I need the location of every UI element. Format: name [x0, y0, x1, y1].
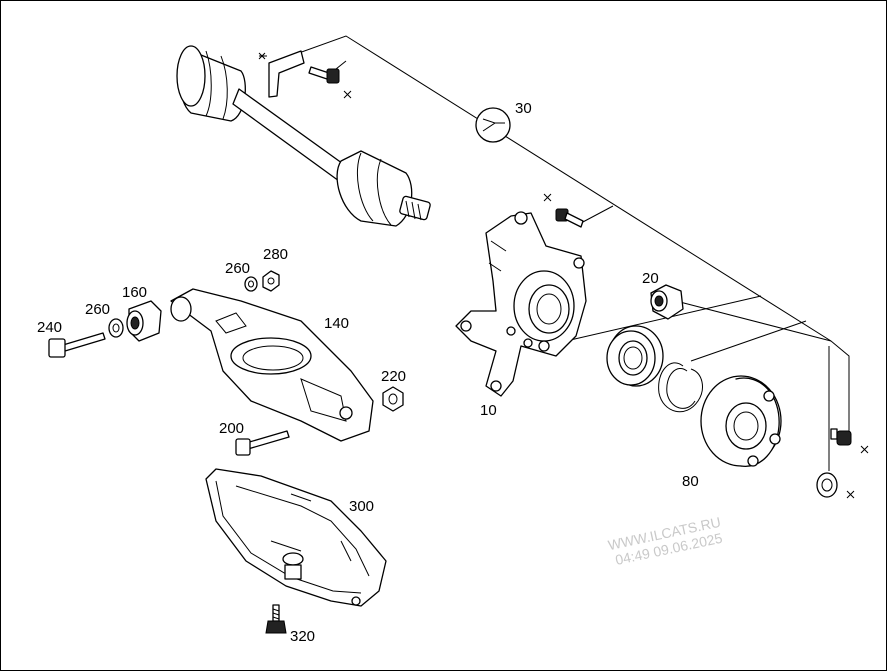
part-240-bolt — [48, 332, 106, 358]
shaft-bolt — [308, 66, 352, 99]
label-160[interactable]: 160 — [122, 284, 147, 301]
wheel-bearing — [606, 325, 664, 387]
label-240[interactable]: 240 — [37, 319, 62, 336]
part-160-bushing — [126, 300, 162, 342]
part-30-washer — [475, 107, 511, 143]
label-320[interactable]: 320 — [290, 628, 315, 645]
label-280[interactable]: 280 — [263, 246, 288, 263]
part-260-washer-top — [244, 276, 258, 292]
snap-ring — [658, 362, 703, 413]
knuckle-bolt — [543, 193, 584, 228]
part-20-bushing — [650, 284, 684, 320]
hub-nut — [816, 472, 855, 499]
part-80-hub — [700, 375, 782, 467]
part-labels: 10 20 30 80 140 160 200 220 240 260 260 … — [37, 100, 699, 645]
part-140-control-arm — [170, 288, 374, 442]
label-200[interactable]: 200 — [219, 420, 244, 437]
part-280-nut — [262, 270, 280, 292]
part-260-washer-left — [108, 318, 124, 338]
label-140[interactable]: 140 — [324, 315, 349, 332]
label-10[interactable]: 10 — [480, 402, 497, 419]
part-10-knuckle — [455, 211, 587, 397]
label-300[interactable]: 300 — [349, 498, 374, 515]
part-200-bolt — [235, 430, 290, 456]
drive-shaft — [176, 45, 431, 227]
label-260-left[interactable]: 260 — [85, 301, 110, 318]
part-220-nut — [382, 386, 404, 412]
part-300-cover — [205, 468, 387, 607]
label-30[interactable]: 30 — [515, 100, 532, 117]
label-80[interactable]: 80 — [682, 473, 699, 490]
label-260-top[interactable]: 260 — [225, 260, 250, 277]
shaft-clip — [258, 50, 305, 98]
label-220[interactable]: 220 — [381, 368, 406, 385]
watermark: WWW.ILCATS.RU 04:49 09.06.2025 — [607, 514, 724, 568]
hub-bolt — [830, 428, 869, 454]
label-20[interactable]: 20 — [642, 270, 659, 287]
part-320-screw — [265, 604, 287, 634]
leader-lines — [270, 35, 850, 471]
